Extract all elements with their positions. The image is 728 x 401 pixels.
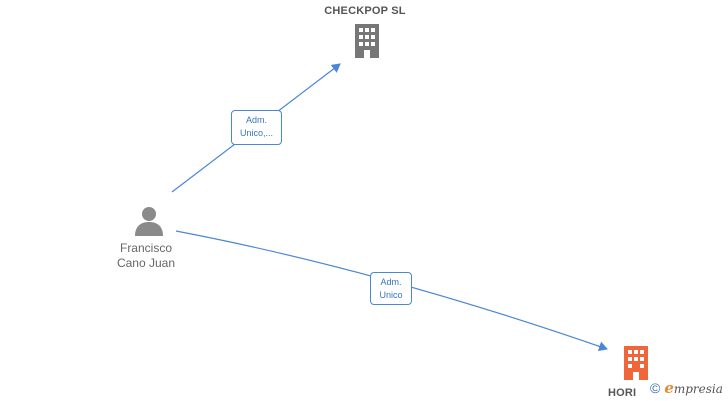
company-bottom-label[interactable]: HORI: [608, 387, 637, 399]
building-icon[interactable]: [622, 346, 650, 380]
edge-label-line2: Unico,...: [239, 128, 273, 138]
person-icon[interactable]: [134, 206, 164, 236]
person-label[interactable]: Francisco Cano Juan: [96, 241, 196, 271]
person-last-name: Cano Juan: [116, 256, 176, 270]
edge-label-hori[interactable]: Adm. Unico: [370, 272, 412, 305]
copyright-icon: ©: [650, 380, 661, 396]
edge-label-line1: Adm.: [245, 115, 267, 125]
edge-label-checkpop[interactable]: Adm. Unico,...: [231, 110, 282, 145]
brand-logo-rest: mpresia: [673, 382, 723, 396]
person-first-name: Francisco: [119, 241, 172, 255]
edge-label-line1: Adm.: [380, 277, 402, 287]
edge-label-line2: Unico: [379, 290, 403, 300]
brand-watermark: © empresia: [650, 378, 723, 398]
company-top-label[interactable]: CHECKPOP SL: [324, 5, 406, 17]
brand-logo-first-letter: e: [664, 379, 674, 397]
brand-logo: empresia: [664, 379, 723, 397]
building-icon[interactable]: [352, 24, 382, 58]
